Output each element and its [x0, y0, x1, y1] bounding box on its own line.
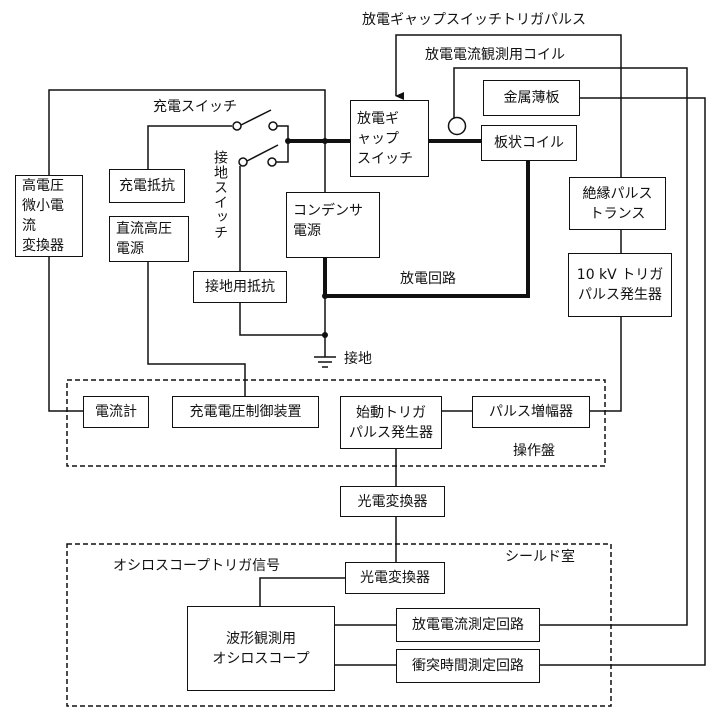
trigger-pulse-wire [395, 34, 622, 177]
node-dot-capacitor [322, 138, 328, 144]
metal-foil-box: 金属薄板 [483, 80, 580, 116]
current-measurement-box: 放電電流測定回路 [396, 608, 540, 642]
charge-switch-blade [240, 109, 272, 126]
charge-switch-wire-left [147, 125, 232, 169]
collision-measurement-box: 衝突時間測定回路 [396, 649, 540, 683]
ground-switch-wire [276, 141, 289, 163]
voltage-controller-box: 充電電圧制御装置 [172, 396, 319, 428]
oe-osc-wire [259, 577, 345, 606]
trigger-pulse-label: 放電ギャップスイッチトリガパルス [362, 12, 586, 28]
dc-hv-supply-box: 直流高圧 電源 [109, 216, 189, 262]
ammeter-wire [48, 257, 83, 412]
pulse-amp-box: パルス増幅器 [472, 396, 590, 428]
osc-trigger-label: オシロスコープトリガ信号 [113, 558, 281, 574]
plate-coil-box: 板状コイル [481, 125, 577, 161]
oe-converter-2-box: 光電変換器 [345, 562, 445, 594]
charge-switch-contact-b [268, 121, 278, 131]
start-trigger-box: 始動トリガ パルス発生器 [340, 396, 442, 449]
hv-converter-box: 高電圧 微小電流 変換器 [15, 175, 83, 257]
current-coil-label: 放電電流観測用コイル [425, 47, 565, 63]
shield-room-label: シールド室 [505, 549, 575, 565]
gap-switch-box: 放電ギ ャップ スイッチ [350, 100, 429, 177]
oscilloscope-box: 波形観測用 オシロスコープ [187, 606, 335, 691]
ground-resistor-wire [239, 303, 325, 336]
generator-amp-wire [590, 317, 622, 412]
control-panel-label: 操作盤 [513, 443, 555, 459]
charge-switch-wire-right [277, 125, 289, 141]
coil-wire [453, 67, 688, 626]
ammeter-box: 電流計 [83, 396, 149, 428]
discharge-line-loop [323, 159, 530, 298]
node-dot-discharge [322, 293, 328, 299]
oe-converter-1-box: 光電変換器 [340, 486, 445, 517]
foil-wire [540, 97, 706, 666]
discharge-circuit-label: 放電回路 [400, 271, 456, 287]
pulse-transformer-box: 絶縁パルス トランス [569, 177, 666, 230]
control-panel-region [66, 379, 606, 467]
ground-switch-contact-a [238, 157, 248, 167]
controller-wire [147, 261, 246, 396]
charge-switch-label: 充電スイッチ [153, 99, 237, 115]
ground-resistor-box: 接地用抵抗 [193, 271, 287, 303]
node-dot-ground [322, 332, 328, 338]
ground-symbol [314, 356, 336, 368]
charge-resistor-box: 充電抵抗 [109, 169, 185, 203]
ground-switch-contact-b [267, 157, 277, 167]
ground-switch-blade [246, 144, 279, 162]
ground-switch-label: 接地スイッチ [212, 150, 228, 240]
observation-coil [447, 116, 467, 136]
hv-converter-wire [48, 89, 326, 175]
trigger-generator-box: 10 kV トリガ パルス発生器 [568, 253, 672, 317]
capacitor-supply-box: コンデンサ 電源 [286, 192, 380, 258]
node-dot-switch [285, 138, 291, 144]
ground-label: 接地 [344, 351, 372, 367]
charge-switch-contact-a [232, 121, 242, 131]
